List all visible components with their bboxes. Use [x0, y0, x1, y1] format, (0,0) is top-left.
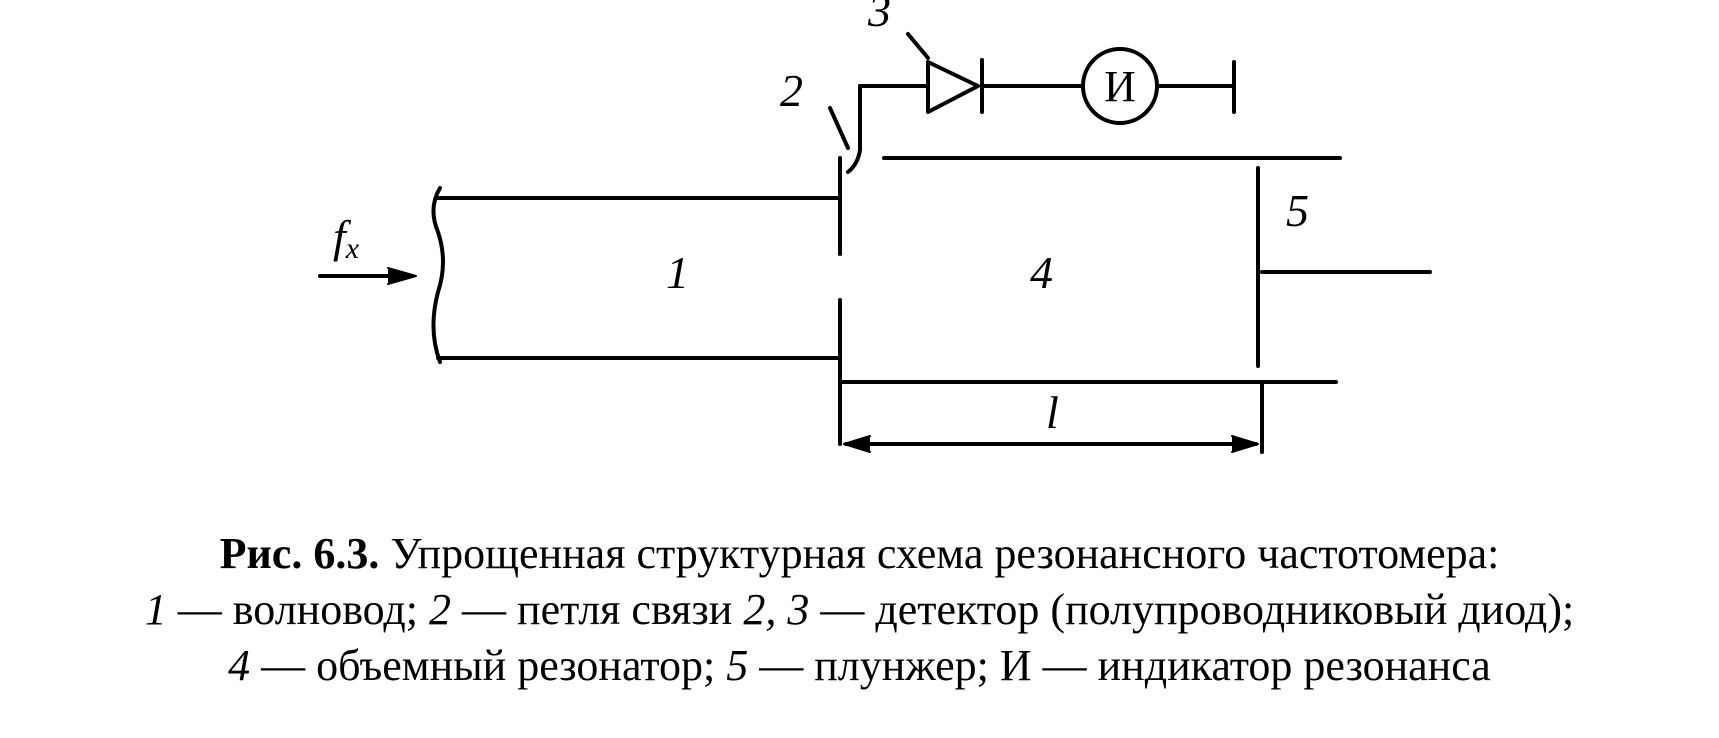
legend-number: 1 — [144, 585, 167, 634]
legend-text: — объемный резонатор; — [261, 641, 716, 690]
figure-title: Упрощенная структурная схема резонансног… — [390, 529, 1500, 578]
length-dimension — [843, 380, 1264, 454]
length-label: l — [1046, 387, 1059, 438]
figure-caption-legend-line-1: 1 — волновод; 2 — петля связи 2, 3 — дет… — [0, 584, 1719, 636]
plunger-number: 5 — [1286, 185, 1309, 236]
legend-text: — плунжер; — [759, 641, 989, 690]
resonance-indicator — [1081, 47, 1236, 125]
detector-number: 3 — [867, 0, 891, 36]
plunger — [1256, 166, 1432, 368]
legend-number: 2 — [429, 585, 452, 634]
legend-number: 2, 3 — [743, 585, 810, 634]
legend-text: — детектор (полупроводниковый диод); — [820, 585, 1575, 634]
input-arrow — [318, 267, 417, 285]
detector-diode — [906, 32, 1084, 114]
coupling-loop — [846, 84, 930, 174]
coupling-loop-leader — [828, 106, 850, 150]
waveguide — [431, 186, 842, 364]
legend-text: — петля связи — [462, 585, 733, 634]
figure-caption-legend-line-2: 4 — объемный резонатор; 5 — плунжер; И —… — [0, 640, 1719, 692]
input-signal-label: fx — [333, 211, 360, 265]
figure-caption-title: Рис. 6.3. Упрощенная структурная схема р… — [0, 528, 1719, 580]
resonator-number: 4 — [1030, 247, 1053, 298]
legend-text: — волновод; — [177, 585, 419, 634]
legend-number: 5 — [726, 641, 749, 690]
indicator-symbol: И — [1104, 62, 1136, 111]
legend-text: И — индикатор резонанса — [999, 641, 1491, 690]
waveguide-number: 1 — [666, 247, 689, 298]
frequency-meter-diagram: fx 1 2 3 4 5 И l — [318, 0, 1432, 454]
cavity-resonator — [838, 156, 1342, 384]
figure-label: Рис. 6.3. — [219, 529, 380, 578]
legend-number: 4 — [228, 641, 251, 690]
coupling-loop-number: 2 — [780, 65, 803, 116]
